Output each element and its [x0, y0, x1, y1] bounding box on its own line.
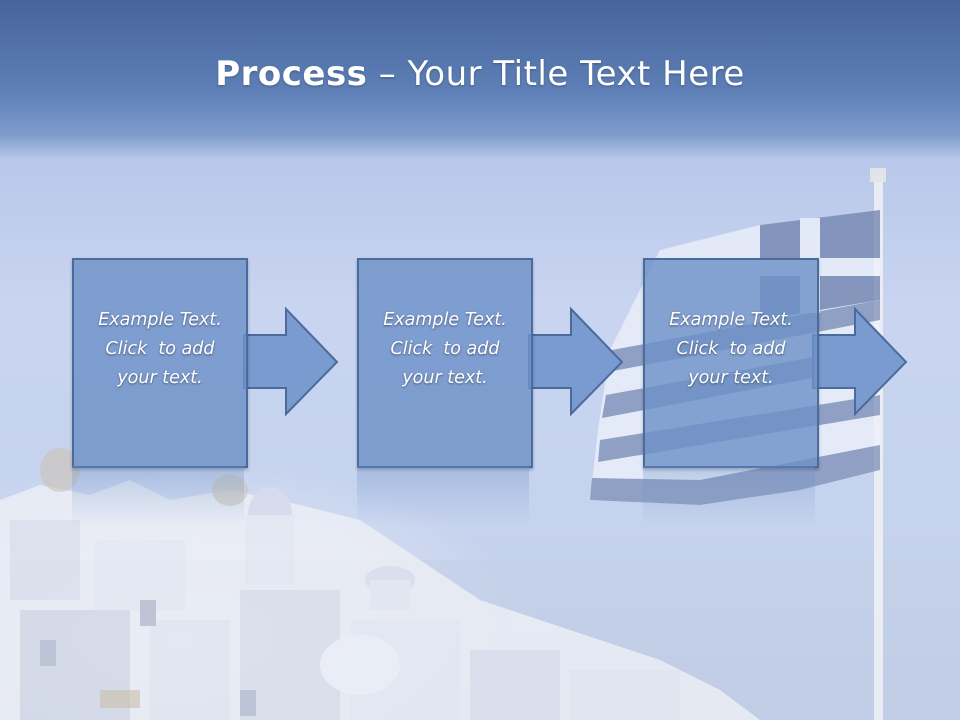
village	[0, 448, 760, 720]
step-1-line-1: Example Text.	[98, 309, 222, 330]
step-3-line-2: Click to add	[676, 338, 786, 359]
step-2-line-1: Example Text.	[383, 309, 507, 330]
process-step-3[interactable]: Example Text. Click to add your text.	[643, 258, 819, 468]
step-1-line-3: your text.	[117, 367, 203, 388]
flag-pole-top	[870, 168, 886, 182]
step-1-reflection	[72, 466, 244, 526]
slide-title[interactable]: Process – Your Title Text Here	[215, 54, 745, 94]
title-band: Process – Your Title Text Here	[0, 0, 960, 150]
step-2-line-3: your text.	[402, 367, 488, 388]
step-3-line-1: Example Text.	[669, 309, 793, 330]
step-1-line-2: Click to add	[105, 338, 215, 359]
title-rest: – Your Title Text Here	[367, 54, 745, 94]
process-step-1[interactable]: Example Text. Click to add your text.	[72, 258, 248, 468]
step-3-reflection	[643, 466, 815, 526]
step-1-text: Example Text. Click to add your text.	[92, 306, 228, 393]
arrow-2	[528, 306, 624, 417]
step-2-line-2: Click to add	[390, 338, 500, 359]
step-2-text: Example Text. Click to add your text.	[377, 306, 513, 393]
process-step-2[interactable]: Example Text. Click to add your text.	[357, 258, 533, 468]
arrow-1	[243, 306, 339, 417]
step-3-text: Example Text. Click to add your text.	[663, 306, 799, 393]
arrow-3	[812, 306, 908, 417]
step-2-reflection	[357, 466, 529, 526]
title-bold: Process	[215, 54, 368, 94]
step-3-line-3: your text.	[688, 367, 774, 388]
